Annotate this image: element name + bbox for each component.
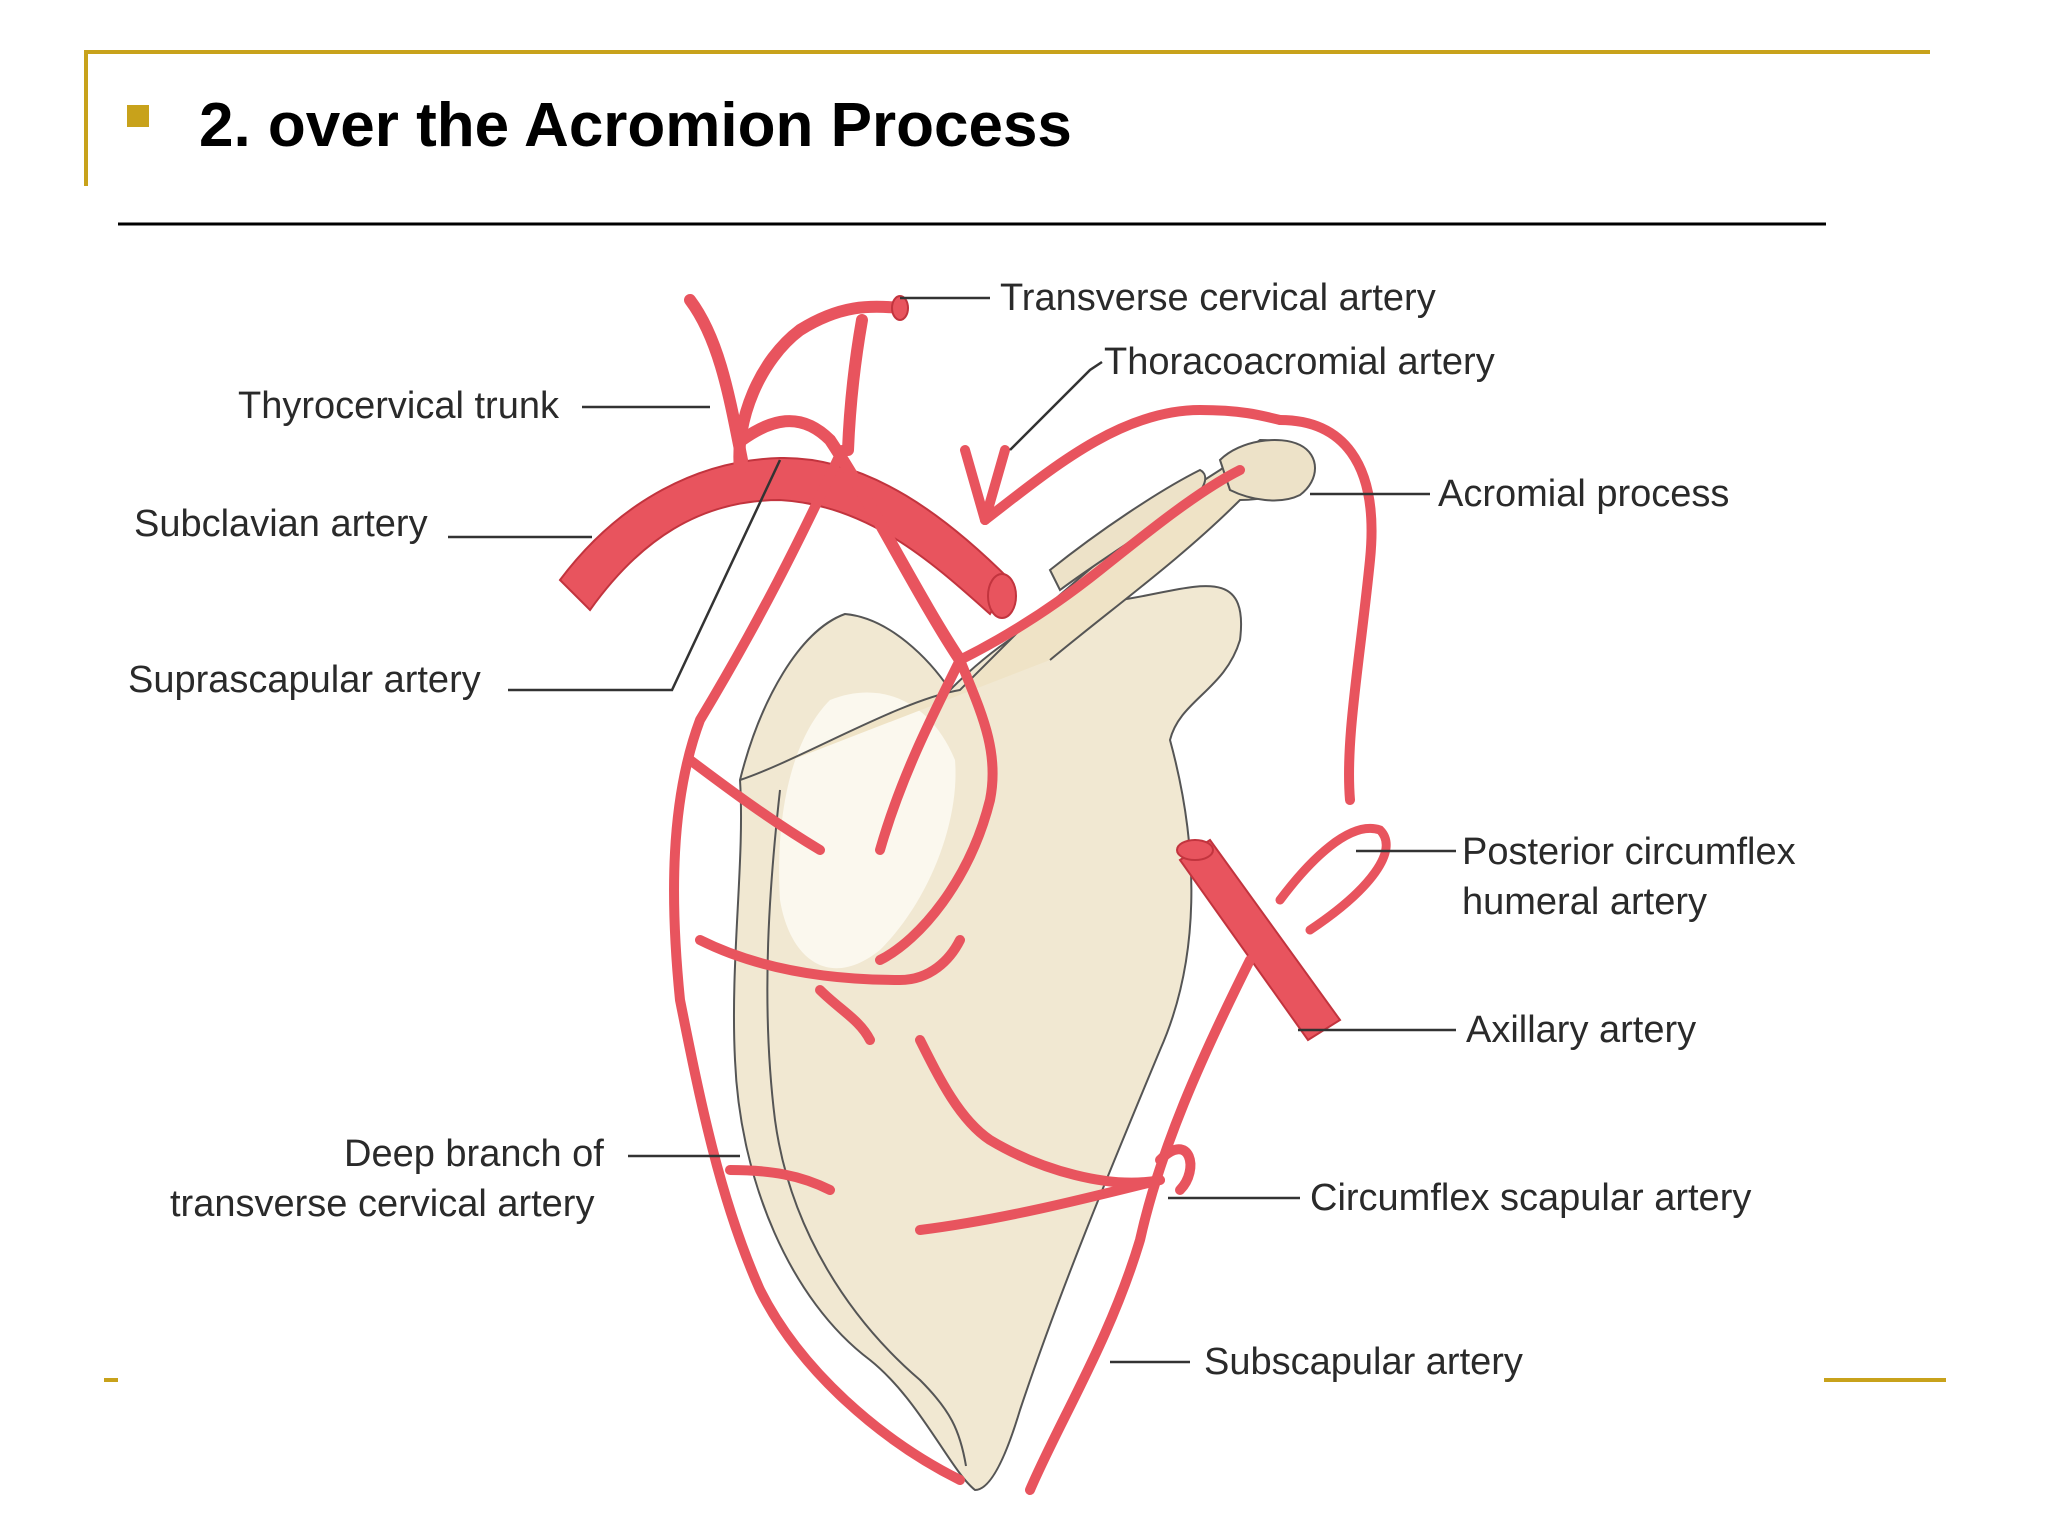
subclavian-artery-end — [987, 573, 1017, 619]
label-subscapular-artery: Subscapular artery — [1204, 1341, 1523, 1383]
slide-title: 2. over the Acromion Process — [199, 91, 1072, 160]
label-subclavian-artery: Subclavian artery — [134, 503, 428, 545]
diagram-labels: Transverse cervical artery Thoracoacromi… — [128, 277, 1796, 1383]
label-deep-branch-line2: transverse cervical artery — [170, 1183, 594, 1225]
subclavian-artery — [558, 456, 1012, 616]
label-circumflex-scapular-artery: Circumflex scapular artery — [1310, 1177, 1751, 1219]
label-suprascapular-artery: Suprascapular artery — [128, 659, 481, 701]
square-bullet-icon — [127, 105, 149, 127]
leader-lines — [448, 296, 1456, 1364]
thyrocervical-branches — [684, 294, 966, 666]
subscapular-path — [915, 955, 1255, 1495]
transverse-cervical-end — [891, 295, 909, 321]
scapula-inner-border — [766, 789, 967, 1467]
label-posterior-circumflex-line2: humeral artery — [1462, 881, 1707, 923]
axillary-artery — [1178, 838, 1342, 1042]
scapula-bone — [733, 438, 1316, 1492]
label-posterior-circumflex-line1: Posterior circumflex — [1462, 831, 1796, 873]
coracoid — [1048, 468, 1207, 592]
axillary-artery-end — [1176, 839, 1214, 861]
label-axillary-artery: Axillary artery — [1466, 1009, 1696, 1051]
label-deep-branch-line1: Deep branch of — [344, 1133, 604, 1175]
suprascapular-path — [875, 465, 1245, 965]
label-thoracoacromial-artery: Thoracoacromial artery — [1104, 341, 1495, 383]
label-transverse-cervical-artery: Transverse cervical artery — [1000, 277, 1436, 319]
scapula-diagram: Transverse cervical artery Thoracoacromi… — [128, 277, 1796, 1495]
label-thyrocervical-trunk: Thyrocervical trunk — [238, 385, 560, 427]
acromion — [1218, 439, 1316, 502]
thoracoacromial-branches — [960, 404, 1377, 805]
label-acromial-process: Acromial process — [1438, 473, 1729, 515]
posterior-circumflex-loop — [1275, 824, 1391, 935]
slide-decoration — [84, 50, 1946, 1382]
deep-branch-path — [669, 445, 965, 1485]
